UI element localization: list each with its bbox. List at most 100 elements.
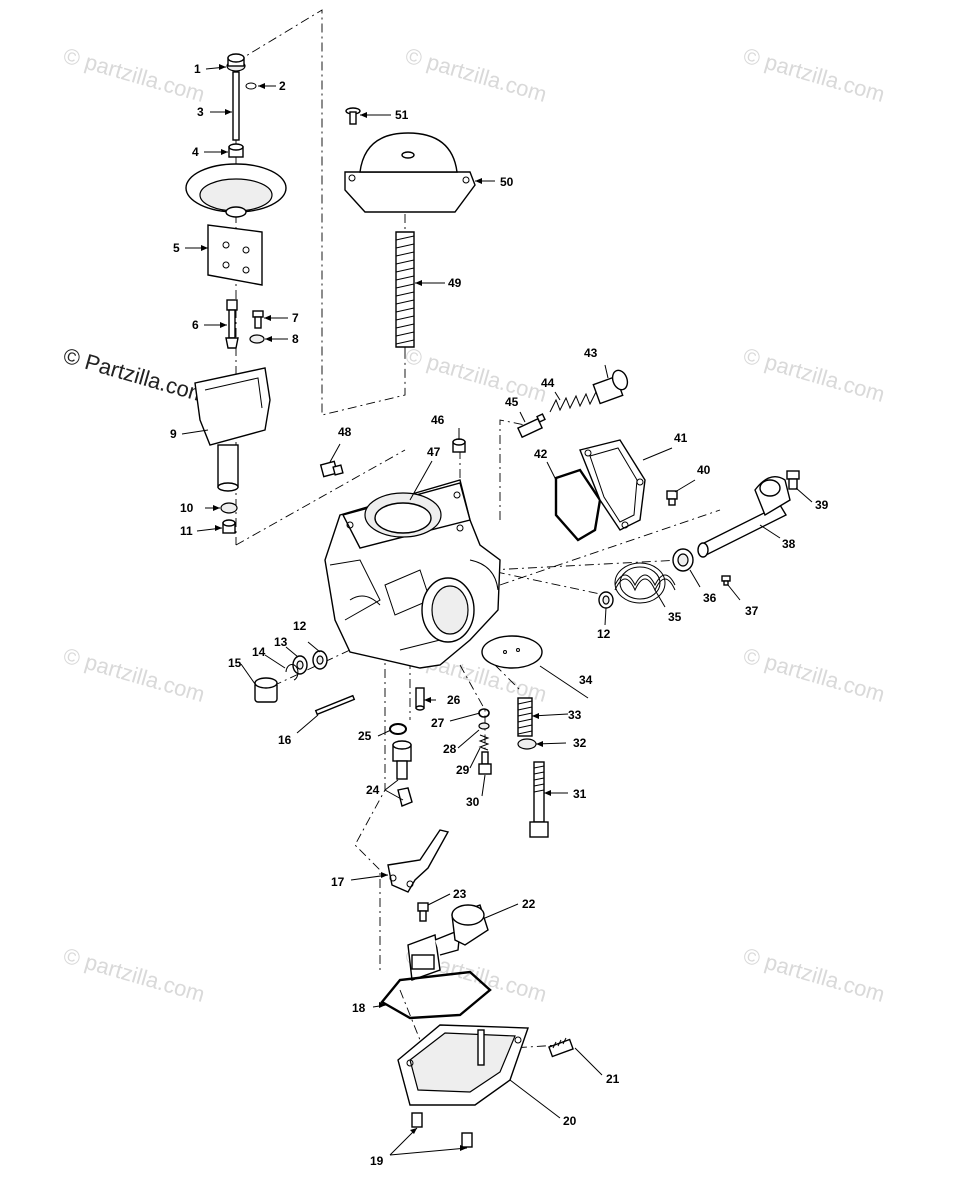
- part-9-holder: [194, 367, 271, 492]
- part-34-throttle-plate: [481, 635, 543, 669]
- part-6-screw: [225, 299, 239, 349]
- part-33-spring: [517, 697, 533, 737]
- part-27-o-ring: [478, 708, 490, 718]
- watermark-6: © partzilla.com: [61, 643, 208, 707]
- callout-3: 3: [197, 105, 204, 119]
- callout-24: 24: [366, 783, 380, 797]
- part-18-gasket: [380, 970, 492, 1020]
- part-36-bushing: [672, 548, 694, 572]
- part-1-nut: [226, 53, 246, 72]
- callout-15: 15: [228, 656, 242, 670]
- callout-35: 35: [668, 610, 682, 624]
- part-44-spring: [549, 390, 601, 413]
- leader-arrowheads: [201, 64, 551, 1151]
- callout-9: 9: [170, 427, 177, 441]
- part-39-screw: [786, 470, 800, 490]
- callout-50: 50: [500, 175, 514, 189]
- part-8-washer: [249, 334, 265, 344]
- part-35-spring: [614, 562, 676, 604]
- part-5-diaphragm: [185, 163, 287, 286]
- callout-32: 32: [573, 736, 587, 750]
- part-12-washer-left: [312, 650, 328, 670]
- part-15-cap: [254, 677, 278, 703]
- callout-39: 39: [815, 498, 829, 512]
- callout-49: 49: [448, 276, 462, 290]
- part-21-screw: [548, 1037, 574, 1058]
- callout-8: 8: [292, 332, 299, 346]
- callout-17: 17: [331, 875, 345, 889]
- part-28-washer: [478, 722, 490, 730]
- watermark-5: © partzilla.com: [741, 343, 888, 407]
- callout-48: 48: [338, 425, 352, 439]
- callout-16: 16: [278, 733, 292, 747]
- watermark-8: © partzilla.com: [741, 643, 888, 707]
- part-50-top-cover: [344, 132, 476, 213]
- callout-10: 10: [180, 501, 194, 515]
- callout-14: 14: [252, 645, 266, 659]
- part-19-screws: [411, 1112, 473, 1148]
- callout-13: 13: [274, 635, 288, 649]
- part-14-clip: [285, 663, 299, 681]
- part-22-float: [407, 904, 489, 981]
- watermark-1: © partzilla.com: [61, 43, 208, 107]
- watermark-4: © partzilla.com: [403, 343, 550, 407]
- part-49-spring: [395, 231, 415, 348]
- callout-46: 46: [431, 413, 445, 427]
- callout-40: 40: [697, 463, 711, 477]
- callout-51: 51: [395, 108, 409, 122]
- callout-42: 42: [534, 447, 548, 461]
- callout-6: 6: [192, 318, 199, 332]
- callout-22: 22: [522, 897, 536, 911]
- callout-5: 5: [173, 241, 180, 255]
- callout-12-left: 12: [293, 619, 307, 633]
- callout-19: 19: [370, 1154, 384, 1168]
- callout-34: 34: [579, 673, 593, 687]
- watermark-2: © partzilla.com: [403, 43, 550, 107]
- part-17-bracket: [387, 829, 450, 893]
- part-31-screw: [529, 761, 549, 838]
- callout-27: 27: [431, 716, 445, 730]
- callout-28: 28: [443, 742, 457, 756]
- callout-18: 18: [352, 1001, 366, 1015]
- callout-37: 37: [745, 604, 759, 618]
- callout-20: 20: [563, 1114, 577, 1128]
- part-38-shaft: [697, 476, 791, 558]
- callout-11: 11: [180, 524, 193, 538]
- callout-47: 47: [427, 445, 441, 459]
- part-13-washer: [292, 655, 308, 675]
- callout-31: 31: [573, 787, 587, 801]
- part-42-gasket: [554, 468, 602, 542]
- callout-29: 29: [456, 763, 470, 777]
- part-51-screw: [345, 107, 361, 125]
- callout-2: 2: [279, 79, 286, 93]
- part-3-rod: [232, 71, 240, 141]
- callout-38: 38: [782, 537, 796, 551]
- part-32-washer: [517, 738, 537, 750]
- part-40-screw: [666, 490, 678, 506]
- callout-23: 23: [453, 887, 467, 901]
- part-30-screw: [478, 751, 492, 775]
- callout-12-right: 12: [597, 627, 611, 641]
- part-25-o-ring: [389, 723, 407, 735]
- part-37-screw: [721, 575, 731, 586]
- callout-25: 25: [358, 729, 372, 743]
- part-12-washer-right: [598, 591, 614, 609]
- part-26-jet: [415, 687, 425, 711]
- part-10-ring: [220, 502, 238, 514]
- watermark-prominent: © Partzilla.com: [61, 343, 210, 408]
- part-48-screw: [319, 460, 344, 478]
- part-23-screw: [417, 902, 429, 922]
- part-16-pin: [314, 694, 356, 716]
- callout-36: 36: [703, 591, 717, 605]
- callout-41: 41: [674, 431, 688, 445]
- callout-45: 45: [505, 395, 519, 409]
- part-4-spacer: [228, 143, 244, 158]
- callout-21: 21: [606, 1072, 620, 1086]
- part-29-spring: [478, 734, 490, 751]
- callout-44: 44: [541, 376, 555, 390]
- callout-33: 33: [568, 708, 582, 722]
- parts: [185, 53, 800, 1148]
- callout-30: 30: [466, 795, 480, 809]
